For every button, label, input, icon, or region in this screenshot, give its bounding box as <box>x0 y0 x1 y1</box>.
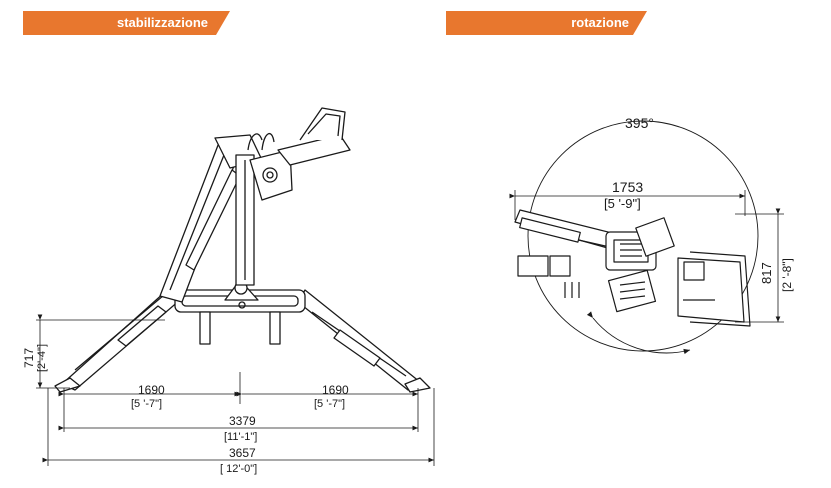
side-view-machine <box>54 107 431 393</box>
length-ft-label: [5 '-9"] <box>604 196 641 211</box>
height-right-mm-label: 817 <box>759 262 774 284</box>
half-right-mm-label: 1690 <box>322 383 349 397</box>
total-mm-label: 3657 <box>229 446 256 460</box>
span-mm-label: 3379 <box>229 414 256 428</box>
stabilization-banner: stabilizzazione <box>23 11 230 35</box>
rotation-angle-label: 395° <box>625 115 654 131</box>
span-ft-label: [11'-1"] <box>224 431 257 443</box>
stabilization-banner-label: stabilizzazione <box>116 15 208 30</box>
length-mm-label: 1753 <box>612 179 643 195</box>
half-left-mm-label: 1690 <box>138 383 165 397</box>
height-right-ft-label: [2 '-8"] <box>780 258 794 292</box>
half-left-ft-label: [5 '-7"] <box>131 398 162 410</box>
top-view-dimensions <box>509 190 784 323</box>
height-ft-label: [2'-4"] <box>36 344 48 372</box>
top-view-machine <box>514 209 751 327</box>
rotation-banner-label: rotazione <box>571 15 629 30</box>
total-ft-label: [ 12'-0"] <box>220 463 257 475</box>
side-view-dimensions <box>36 314 435 466</box>
half-right-ft-label: [5 '-7"] <box>314 398 345 410</box>
rotation-circle <box>527 120 759 355</box>
height-mm-label: 717 <box>22 348 36 368</box>
rotation-banner: rotazione <box>446 11 647 35</box>
